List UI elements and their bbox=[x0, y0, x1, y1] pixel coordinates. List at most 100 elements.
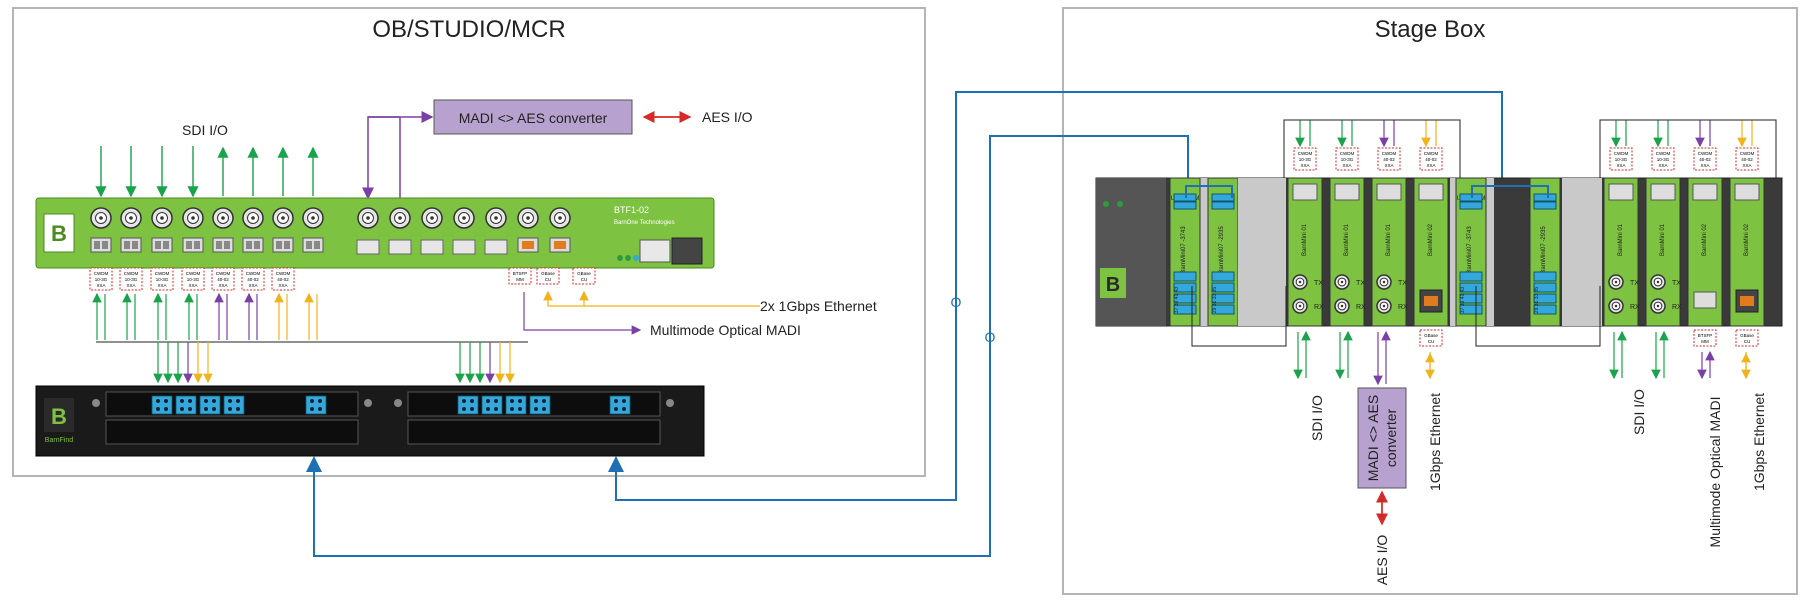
svg-text:BarnMini 02: BarnMini 02 bbox=[1744, 223, 1750, 256]
sfp-label-box bbox=[1335, 147, 1359, 171]
madi-aes-converter-box bbox=[433, 99, 633, 135]
sfp-cage-icon bbox=[1734, 183, 1760, 201]
lc-connector-icon bbox=[175, 395, 197, 415]
ethernet-2x-label: 2x 1Gbps Ethernet bbox=[760, 298, 877, 314]
sfp-cage-icon bbox=[1376, 183, 1402, 201]
svg-text:RX: RX bbox=[1314, 304, 1324, 311]
svg-text:CWDM: CWDM bbox=[94, 271, 109, 276]
fiber-link-1 bbox=[313, 135, 1189, 557]
svg-text:B: B bbox=[1106, 274, 1120, 296]
svg-text:BarnMini07 -3743: BarnMini07 -3743 bbox=[1467, 226, 1473, 274]
svg-text:10-3G: 10-3G bbox=[125, 277, 138, 282]
svg-text:MM: MM bbox=[1701, 339, 1709, 344]
svg-text:CWDM: CWDM bbox=[155, 271, 170, 276]
svg-text:37 39 41 43: 37 39 41 43 bbox=[1460, 287, 1466, 314]
svg-text:TX: TX bbox=[1314, 280, 1323, 287]
lc-connector-icon bbox=[457, 395, 479, 415]
led-2-icon bbox=[625, 255, 631, 261]
sfp-label-box bbox=[150, 267, 174, 291]
stage-ethernet-label-2: 1Gbps Ethernet bbox=[1751, 393, 1767, 491]
sfp-label-box bbox=[1609, 147, 1633, 171]
aes-io-label: AES I/O bbox=[702, 109, 753, 125]
stage-ethernet-label-1: 1Gbps Ethernet bbox=[1427, 393, 1443, 491]
sfp-label-box bbox=[1293, 147, 1317, 171]
lc-connector-icon bbox=[609, 395, 631, 415]
svg-text:RX: RX bbox=[1672, 304, 1682, 311]
svg-text:BarnMini 02: BarnMini 02 bbox=[1428, 223, 1434, 256]
svg-text:CWDM: CWDM bbox=[1340, 151, 1355, 156]
svg-text:RX: RX bbox=[1630, 304, 1640, 311]
sfp-label-box bbox=[572, 267, 596, 285]
svg-text:CU: CU bbox=[1744, 339, 1751, 344]
sfp-cage-icon bbox=[1334, 183, 1360, 201]
madi-aes-converter-label: MADI <> AES converter bbox=[459, 110, 608, 126]
empty-sfp-slot-icon bbox=[388, 239, 412, 255]
svg-text:CWDM: CWDM bbox=[1424, 151, 1439, 156]
svg-text:CU: CU bbox=[1428, 339, 1435, 344]
svg-text:40-02: 40-02 bbox=[1699, 157, 1711, 162]
sfp-slots-left bbox=[90, 237, 571, 255]
multimode-madi-line bbox=[523, 292, 642, 335]
svg-text:CWDM: CWDM bbox=[276, 271, 291, 276]
svg-text:CWDM: CWDM bbox=[246, 271, 261, 276]
svg-text:B: B bbox=[51, 404, 67, 429]
svg-text:XXA: XXA bbox=[188, 283, 197, 288]
internal-patch bbox=[1191, 286, 1287, 347]
sfp-label-box bbox=[508, 267, 532, 285]
empty-sfp-slot-icon bbox=[452, 239, 476, 255]
sfp-cage-icon bbox=[1608, 183, 1634, 201]
rj45-port-icon bbox=[671, 237, 703, 265]
lc-port-icon bbox=[1173, 271, 1197, 282]
ob-studio-title: OB/STUDIO/MCR bbox=[372, 16, 565, 43]
svg-text:BarnMini 01: BarnMini 01 bbox=[1344, 223, 1350, 256]
lc-port-icon bbox=[1533, 304, 1557, 315]
com-port-icon bbox=[1211, 201, 1235, 210]
sfp-label-box bbox=[1735, 147, 1759, 171]
svg-text:CWDM: CWDM bbox=[216, 271, 231, 276]
chassis-psu bbox=[1096, 178, 1166, 326]
svg-text:BTSFP: BTSFP bbox=[1698, 333, 1713, 338]
svg-text:TX: TX bbox=[1630, 280, 1639, 287]
btf-model-label: BTF1-02 bbox=[614, 205, 649, 215]
internal-patch bbox=[1471, 185, 1549, 198]
stage-aes-io-label: AES I/O bbox=[1374, 535, 1390, 586]
fiber-link-2 bbox=[615, 91, 1503, 501]
svg-text:GBase: GBase bbox=[1740, 333, 1754, 338]
lc-port-icon bbox=[1533, 271, 1557, 282]
svg-text:40-02: 40-02 bbox=[1383, 157, 1395, 162]
lc-port-icon bbox=[1459, 293, 1483, 304]
sfp-cage-icon bbox=[1692, 183, 1718, 201]
svg-text:CWDM: CWDM bbox=[1382, 151, 1397, 156]
rack-brand-label: BarnFind bbox=[45, 437, 74, 444]
svg-text:29 31 33 35: 29 31 33 35 bbox=[1534, 287, 1540, 314]
lc-port-icon bbox=[1459, 304, 1483, 315]
lc-port-icon bbox=[1173, 293, 1197, 304]
svg-text:CU: CU bbox=[581, 277, 588, 282]
svg-text:XXA: XXA bbox=[1658, 163, 1667, 168]
stage-converter-label-2: converter bbox=[1383, 408, 1399, 467]
sfp-label-box bbox=[1419, 329, 1443, 347]
lc-port-icon bbox=[1533, 293, 1557, 304]
svg-text:10-3G: 10-3G bbox=[1341, 157, 1354, 162]
svg-text:XXA: XXA bbox=[1426, 163, 1435, 168]
sfp-cage-icon bbox=[1693, 291, 1717, 309]
svg-text:TX: TX bbox=[1672, 280, 1681, 287]
svg-text:CWDM: CWDM bbox=[1298, 151, 1313, 156]
sfp-label-box bbox=[119, 267, 143, 291]
stage-logo-icon bbox=[1100, 268, 1126, 298]
sdi-io-label-right-2: SDI I/O bbox=[1631, 389, 1647, 435]
svg-text:BarnMini 02: BarnMini 02 bbox=[1702, 223, 1708, 256]
com-port-icon bbox=[1459, 201, 1483, 210]
svg-text:29 31 33 35: 29 31 33 35 bbox=[1212, 287, 1218, 314]
sfp-cage-icon bbox=[1292, 183, 1318, 201]
sfp-label-box bbox=[241, 267, 265, 291]
barnfind-logo-icon bbox=[43, 213, 75, 253]
lc-port-icon bbox=[1211, 293, 1235, 304]
svg-text:BarnMini 01: BarnMini 01 bbox=[1302, 223, 1308, 256]
lc-port-icon bbox=[1211, 282, 1235, 293]
svg-text:GBase: GBase bbox=[1424, 333, 1438, 338]
empty-sfp-slot-icon bbox=[356, 239, 380, 255]
btf1-02-device bbox=[35, 197, 715, 269]
lc-connector-icon bbox=[151, 395, 173, 415]
